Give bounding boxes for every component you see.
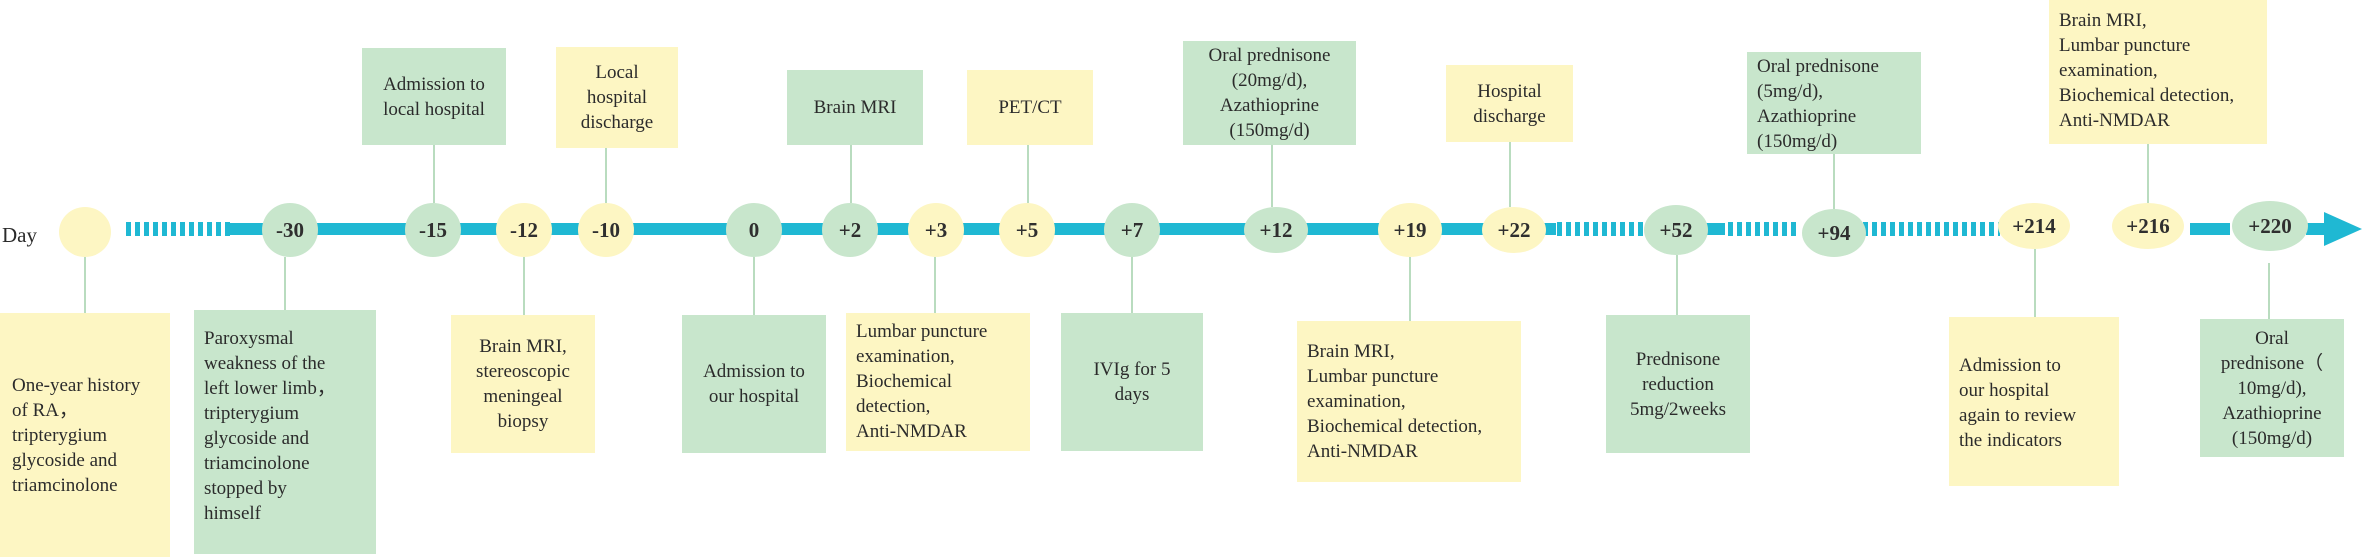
connector-line (1027, 145, 1029, 203)
event-hospital-discharge: Hospital discharge (1446, 65, 1573, 142)
connector-line (2147, 144, 2149, 203)
day-node: +214 (1998, 203, 2070, 249)
connector-line (605, 148, 607, 203)
day-node: +3 (908, 203, 964, 257)
event-history-text: One-year history of RA， tripterygium gly… (12, 374, 141, 496)
event-readmission-review: Admission to our hospital again to revie… (1949, 317, 2119, 486)
day-node: +2 (822, 203, 878, 257)
timeline-gap-dashes (1726, 222, 1800, 236)
day-node: -15 (405, 203, 461, 257)
connector-line (850, 145, 852, 203)
event-ivig: IVIg for 5 days (1061, 313, 1203, 451)
timeline-segment (2306, 223, 2328, 235)
timeline-gap-dashes (122, 222, 230, 236)
day-node: +22 (1482, 207, 1546, 253)
event-paroxysmal-weakness: Paroxysmal weakness of the left lower li… (194, 310, 376, 554)
event-admission-our-hospital: Admission to our hospital (682, 315, 826, 453)
day-node: +94 (1802, 209, 1866, 257)
day-node: -30 (262, 203, 318, 257)
event-lumbar-puncture-3: Lumbar puncture examination, Biochemical… (846, 313, 1030, 451)
event-oral-prednisone-10: Oral prednisone（ 10mg/d), Azathioprine (… (2200, 319, 2344, 457)
day-node: +19 (1378, 203, 1442, 257)
connector-line (1271, 145, 1273, 207)
connector-line (84, 257, 86, 313)
timeline-start-node (59, 207, 111, 257)
timeline-segment (2190, 223, 2230, 235)
event-oral-prednisone-20: Oral prednisone (20mg/d), Azathioprine (… (1183, 41, 1356, 145)
day-node: 0 (726, 203, 782, 257)
connector-line (934, 257, 936, 313)
connector-line (284, 257, 286, 310)
connector-line (523, 257, 525, 315)
event-brain-mri-lumbar-216: Brain MRI, Lumbar puncture examination, … (2049, 0, 2267, 144)
day-node: +7 (1104, 203, 1160, 257)
connector-line (1131, 257, 1133, 313)
event-pet-ct: PET/CT (967, 70, 1093, 145)
day-node: +12 (1244, 207, 1308, 253)
connector-line (2268, 263, 2270, 319)
day-axis-label: Day (2, 223, 37, 247)
day-node: +5 (999, 203, 1055, 257)
timeline-segment (230, 223, 1556, 235)
event-admission-local-hospital: Admission to local hospital (362, 48, 506, 145)
day-node: +52 (1644, 205, 1708, 255)
event-brain-mri-lumbar-19: Brain MRI, Lumbar puncture examination, … (1297, 321, 1521, 482)
event-prednisone-reduction: Prednisone reduction 5mg/2weeks (1606, 315, 1750, 453)
event-history: One-year history of RA， tripterygium gly… (0, 313, 170, 557)
connector-line (1833, 154, 1835, 209)
event-local-hospital-discharge: Local hospital discharge (556, 47, 678, 148)
connector-line (1409, 257, 1411, 321)
connector-line (2034, 249, 2036, 317)
timeline-arrow-head (2324, 212, 2362, 246)
connector-line (1676, 255, 1678, 315)
timeline-gap-dashes (1900, 222, 2000, 236)
day-node: -12 (496, 203, 552, 257)
event-brain-mri: Brain MRI (787, 70, 923, 145)
day-node: +220 (2232, 201, 2308, 251)
event-meningeal-biopsy: Brain MRI, stereoscopic meningeal biopsy (451, 315, 595, 453)
connector-line (753, 257, 755, 315)
day-node: -10 (578, 203, 634, 257)
timeline-gap-dashes (1556, 222, 1644, 236)
connector-line (1509, 142, 1511, 207)
event-oral-prednisone-5: Oral prednisone (5mg/d), Azathioprine (1… (1747, 52, 1921, 154)
day-node: +216 (2112, 203, 2184, 249)
connector-line (433, 145, 435, 203)
